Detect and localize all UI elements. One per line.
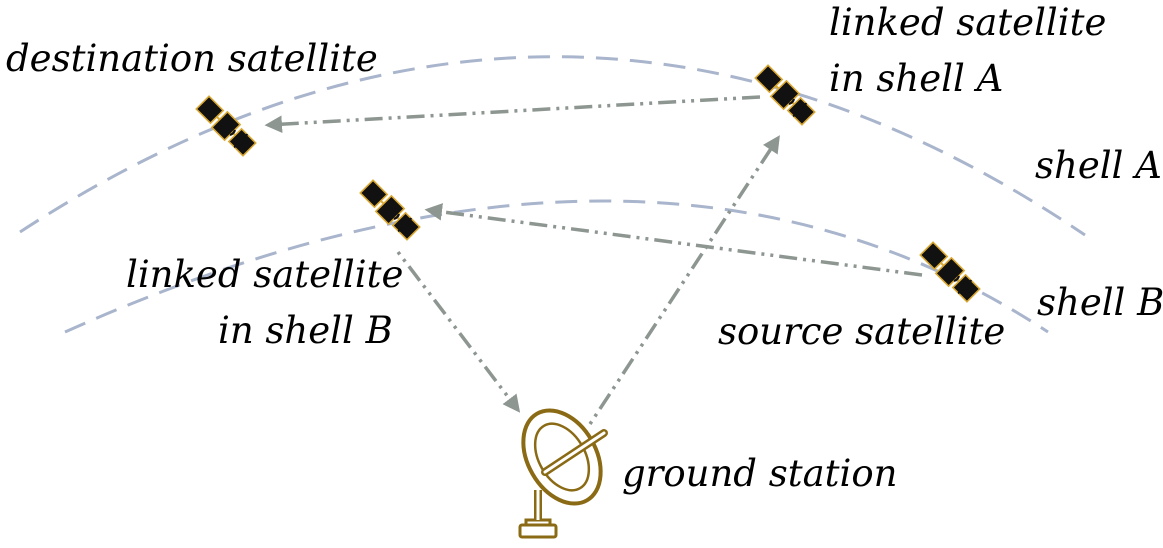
linked-satellite-b-label-line1: linked satellite: [126, 253, 404, 296]
source-satellite-icon: [917, 239, 983, 305]
source-satellite-label: source satellite: [718, 310, 1006, 353]
linked-satellite-b-label-line2: in shell B: [218, 309, 393, 352]
link-shell-a-to-destination: [264, 95, 761, 133]
link-ground-to-shell-a: [588, 135, 780, 425]
shell-a-orbit: [19, 55, 1086, 237]
linked-satellite-b-icon: [357, 177, 423, 243]
shell-b-label: shell B: [1037, 281, 1163, 324]
link-shell-b-to-ground: [396, 250, 521, 413]
destination-satellite-label: destination satellite: [6, 37, 378, 80]
ground-station-label: ground station: [622, 452, 898, 495]
linked-satellite-a-label-line1: linked satellite: [829, 1, 1107, 44]
linked-satellite-a-label-line2: in shell A: [829, 57, 1004, 100]
destination-satellite-icon: [193, 93, 259, 159]
linked-satellite-a-icon: [752, 62, 818, 128]
shell-a-label: shell A: [1035, 144, 1162, 187]
satellite-dish-icon: [518, 408, 608, 539]
link-source-to-shell-b: [424, 203, 923, 277]
shell-b-orbit: [64, 199, 1049, 334]
